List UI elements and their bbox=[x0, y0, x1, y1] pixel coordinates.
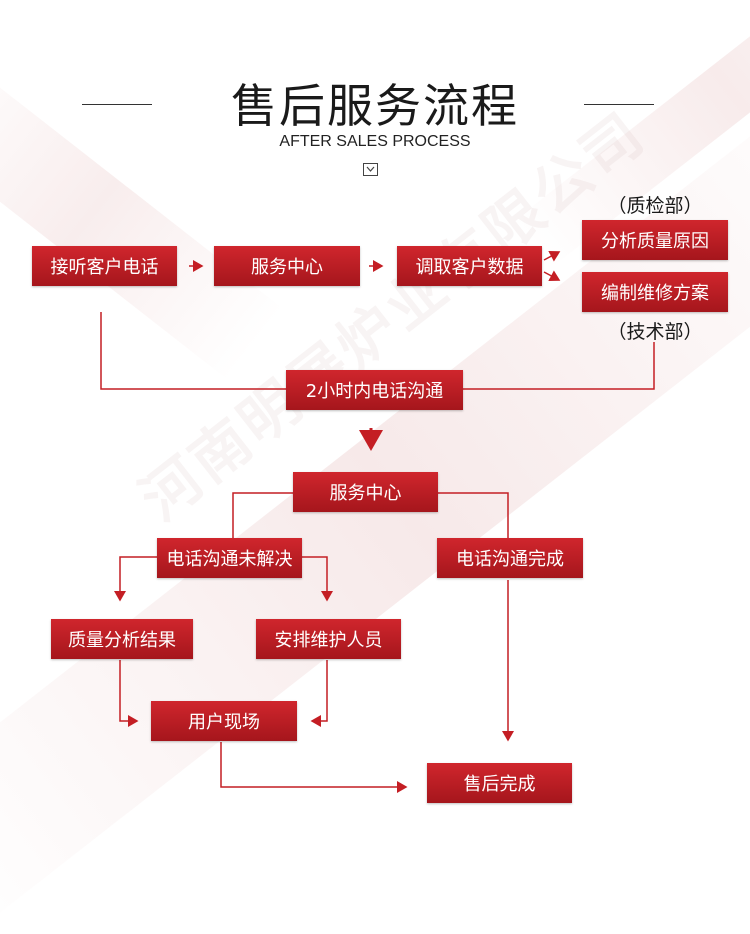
step-analyze-quality: 分析质量原因 bbox=[582, 220, 728, 260]
step-service-center: 服务中心 bbox=[214, 246, 360, 286]
step-answer-call: 接听客户电话 bbox=[32, 246, 177, 286]
step-phone-within-2h: 2小时内电话沟通 bbox=[286, 370, 463, 410]
step-user-site: 用户现场 bbox=[151, 701, 297, 741]
quality-dept-label: （质检部） bbox=[607, 195, 703, 217]
step-retrieve-data: 调取客户数据 bbox=[397, 246, 542, 286]
step-after-sales-done: 售后完成 bbox=[427, 763, 572, 803]
page-title: 售后服务流程 bbox=[231, 79, 519, 133]
title-rule-left bbox=[82, 104, 152, 105]
title-rule-right bbox=[584, 104, 654, 105]
step-phone-resolved: 电话沟通完成 bbox=[437, 538, 583, 578]
step-phone-unresolved: 电话沟通未解决 bbox=[157, 538, 302, 578]
page-subtitle: AFTER SALES PROCESS bbox=[279, 133, 471, 150]
scroll-down-icon bbox=[363, 163, 378, 176]
tech-dept-label: （技术部） bbox=[607, 321, 703, 343]
step-service-center-2: 服务中心 bbox=[293, 472, 438, 512]
step-arrange-staff: 安排维护人员 bbox=[256, 619, 401, 659]
step-repair-plan: 编制维修方案 bbox=[582, 272, 728, 312]
step-quality-result: 质量分析结果 bbox=[51, 619, 193, 659]
